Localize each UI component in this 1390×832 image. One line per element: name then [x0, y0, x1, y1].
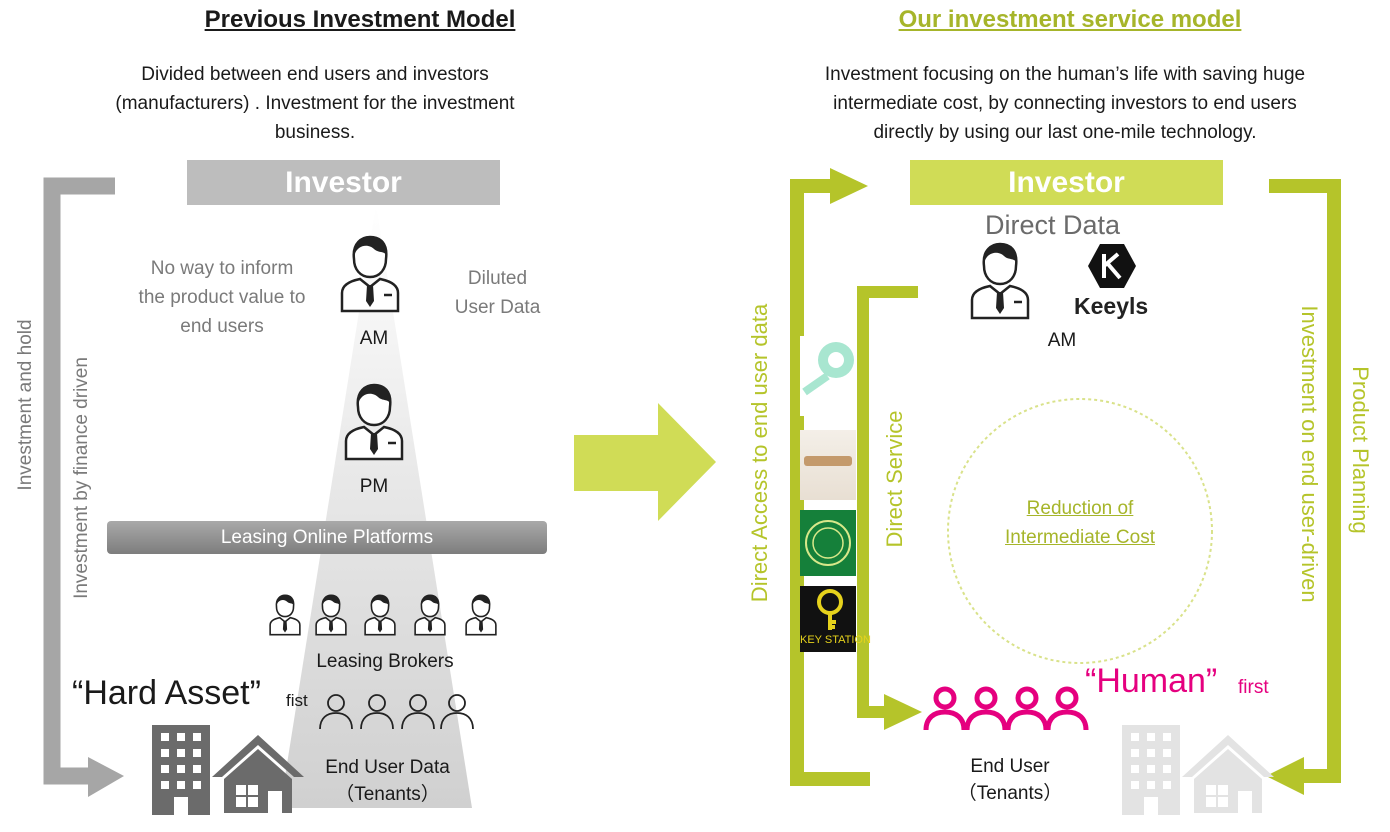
- leasing-online-platforms-label: Leasing Online Platforms: [220, 527, 434, 548]
- diluted-user-data-text: Diluted User Data: [440, 264, 555, 322]
- key-station-dark-thumbnail: KEY STATION: [800, 586, 871, 652]
- end-user-data-text: End User Data （Tenants）: [300, 754, 475, 808]
- pink-person-icon: [1005, 686, 1049, 731]
- broker-person-icon: [465, 594, 497, 636]
- broker-person-icon: [414, 594, 446, 636]
- leasing-brokers-label: Leasing Brokers: [316, 651, 454, 672]
- end-user-outline-icon: [319, 694, 353, 730]
- faded-house-icon: [1182, 735, 1274, 813]
- key-station-green-thumbnail: [800, 510, 856, 576]
- direct-access-label: Direct Access to end user data: [747, 303, 772, 603]
- end-user-outline-icon: [401, 694, 435, 730]
- reduction-text: Reduction of Intermediate Cost: [970, 494, 1190, 552]
- product-planning-label: Product Planning: [1348, 366, 1373, 534]
- left-subtitle-line-2: (manufacturers) . Investment for the inv…: [115, 93, 515, 114]
- end-user-outline-icon: [440, 694, 474, 730]
- first-label: first: [1238, 677, 1269, 698]
- office-building-icon: [152, 725, 210, 815]
- reduction-line-1: Reduction of: [1026, 498, 1134, 519]
- key-station-key-icon: [817, 589, 843, 630]
- left-investor-label: Investor: [285, 166, 402, 199]
- end-user-outline-icon: [360, 694, 394, 730]
- no-way-line-3: end users: [180, 316, 264, 337]
- am-label: AM: [359, 328, 389, 349]
- left-subtitle: Divided between end users and investors …: [40, 60, 590, 147]
- broker-person-icon: [269, 594, 301, 636]
- human-label: “Human”: [1085, 662, 1218, 700]
- reduction-dotted-circle: [947, 398, 1213, 664]
- right-subtitle-line-3: directly by using our last one-mile tech…: [873, 122, 1257, 143]
- direct-service-label: Direct Service: [882, 410, 907, 548]
- right-am-person-icon: [970, 242, 1030, 320]
- no-way-line-2: the product value to: [138, 287, 306, 308]
- no-way-line-1: No way to inform: [150, 258, 294, 279]
- end-user-line-2: （Tenants）: [957, 783, 1063, 804]
- right-subtitle-line-2: intermediate cost, by connecting investo…: [833, 93, 1297, 114]
- end-user-line-1: End User: [970, 756, 1050, 777]
- left-subtitle-line-3: business.: [274, 122, 356, 143]
- fist-label: fist: [286, 691, 308, 710]
- pink-person-icon: [923, 686, 967, 731]
- left-investment-loop-arrow: [43, 177, 124, 797]
- no-way-to-inform-text: No way to inform the product value to en…: [112, 254, 332, 341]
- left-spotlight-beam: [280, 205, 472, 808]
- leasing-online-platforms-bar: Leasing Online Platforms: [107, 521, 547, 554]
- left-title: Previous Investment Model: [204, 6, 516, 33]
- end-user-data-line-1: End User Data: [325, 757, 450, 778]
- pink-person-icon: [964, 686, 1008, 731]
- key-station-badge-icon: [805, 520, 851, 566]
- reduction-line-2: Intermediate Cost: [1005, 527, 1155, 548]
- pm-person-icon: [344, 383, 404, 461]
- keeyls-label: Keeyls: [1074, 293, 1149, 319]
- key-pin-icon: [802, 342, 854, 396]
- direct-data-label: Direct Data: [985, 210, 1121, 240]
- end-user-data-line-2: （Tenants）: [335, 784, 440, 805]
- right-subtitle: Investment focusing on the human’s life …: [760, 60, 1370, 147]
- hard-asset-label: “Hard Asset”: [72, 674, 261, 712]
- am-person-icon: [340, 235, 400, 313]
- room-app-thumbnail: [800, 430, 856, 500]
- right-subtitle-line-1: Investment focusing on the human’s life …: [824, 64, 1306, 85]
- left-subtitle-line-1: Divided between end users and investors: [141, 64, 489, 85]
- diluted-line-1: Diluted: [467, 268, 528, 289]
- broker-person-icon: [364, 594, 396, 636]
- keeyls-logo-icon: [1088, 244, 1136, 288]
- end-user-text: End User （Tenants）: [935, 753, 1085, 807]
- right-am-label: AM: [1047, 330, 1077, 351]
- investment-end-user-label: Investment on end user-driven: [1297, 305, 1322, 603]
- right-investor-bar: Investor: [910, 160, 1223, 205]
- pink-person-icon: [1045, 686, 1089, 731]
- broker-person-icon: [315, 594, 347, 636]
- diluted-line-2: User Data: [454, 297, 541, 318]
- pm-label: PM: [359, 476, 389, 497]
- right-investor-label: Investor: [1008, 166, 1125, 199]
- key-station-label: KEY STATION: [800, 634, 871, 646]
- house-icon: [212, 735, 304, 813]
- faded-office-building-icon: [1122, 725, 1180, 815]
- key-pin-app-thumbnail: [800, 336, 856, 416]
- transition-arrow-icon: [574, 403, 716, 521]
- left-investor-bar: Investor: [187, 160, 500, 205]
- right-title: Our investment service model: [898, 6, 1242, 33]
- room-app-banner: [804, 456, 852, 466]
